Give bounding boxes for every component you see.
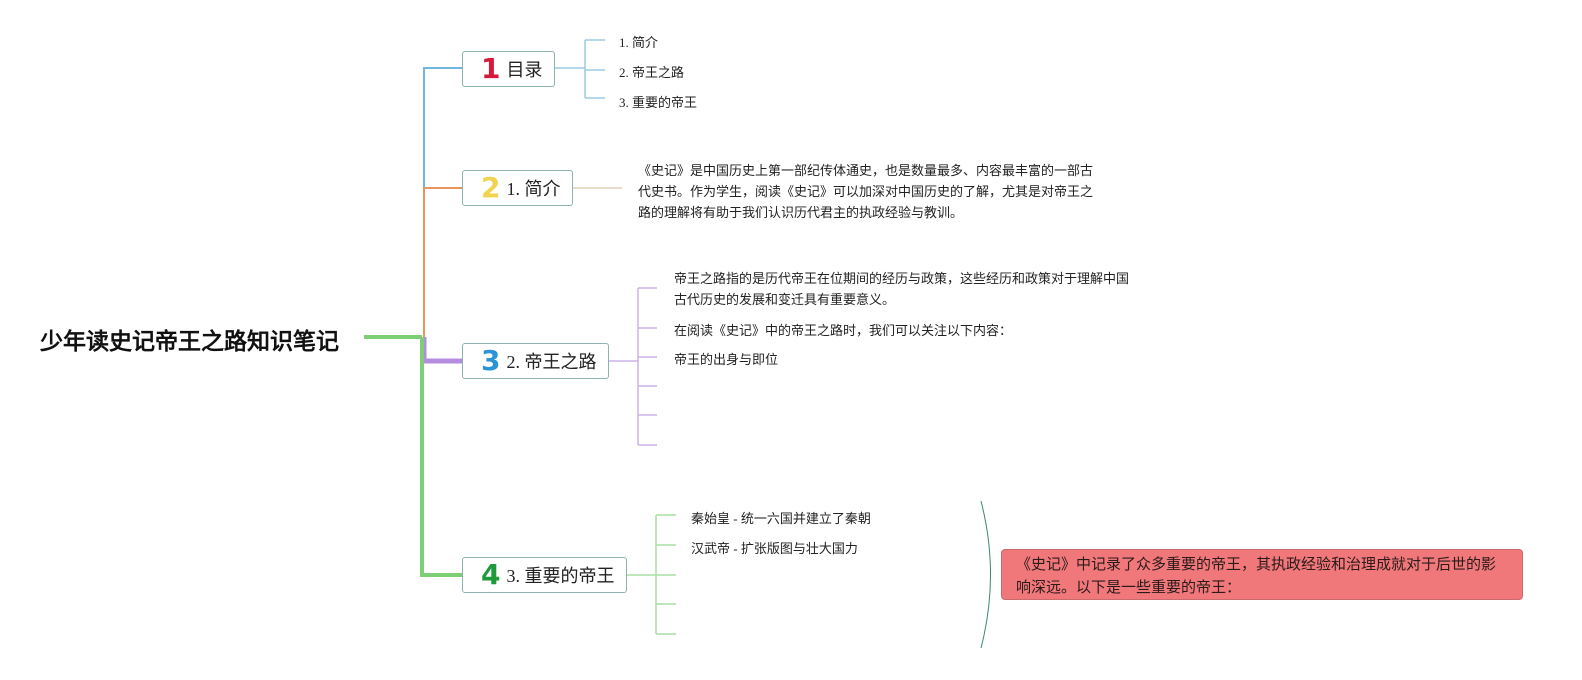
path-origin[interactable]: 帝王的出身与即位 <box>674 352 779 367</box>
path-reading-note[interactable]: 在阅读《史记》中的帝王之路时，我们可以关注以下内容： <box>674 323 1013 338</box>
topic-intro-label: 1. 简介 <box>506 179 561 199</box>
toc-item[interactable]: 3. 重要的帝王 <box>619 95 698 110</box>
intro-line: 路的理解将有助于我们认识历代君主的执政经验与教训。 <box>638 205 964 220</box>
number-four-icon: 4 <box>481 558 501 591</box>
intro-line: 代史书。作为学生，阅读《史记》可以加深对中国历史的了解，尤其是对帝王之 <box>638 184 1094 199</box>
emperor-item[interactable]: 秦始皇 - 统一六国并建立了秦朝 <box>691 511 871 526</box>
topic-path-label: 2. 帝王之路 <box>506 352 597 372</box>
number-one-icon: 1 <box>481 52 501 85</box>
topic-toc[interactable]: 1 目录 <box>462 51 555 87</box>
intro-line: 《史记》是中国历史上第一部纪传体通史，也是数量最多、内容最丰富的一部古 <box>638 163 1094 178</box>
path-definition-line: 帝王之路指的是历代帝王在位期间的经历与政策，这些经历和政策对于理解中国 <box>674 271 1130 286</box>
number-three-icon: 3 <box>481 344 501 377</box>
topic-emperors[interactable]: 4 3. 重要的帝王 <box>462 557 627 593</box>
toc-item[interactable]: 2. 帝王之路 <box>619 65 685 80</box>
root-title[interactable]: 少年读史记帝王之路知识笔记 <box>40 329 339 355</box>
emperor-item[interactable]: 汉武帝 - 扩张版图与壮大国力 <box>691 541 858 556</box>
toc-item[interactable]: 1. 简介 <box>619 35 659 50</box>
topic-intro[interactable]: 2 1. 简介 <box>462 170 573 206</box>
topic-toc-label: 目录 <box>506 60 543 80</box>
intro-paragraph[interactable]: 《史记》是中国历史上第一部纪传体通史，也是数量最多、内容最丰富的一部古 代史书。… <box>638 160 1093 223</box>
path-definition[interactable]: 帝王之路指的是历代帝王在位期间的经历与政策，这些经历和政策对于理解中国 古代历史… <box>674 268 1129 310</box>
topic-path[interactable]: 3 2. 帝王之路 <box>462 343 609 379</box>
summary-callout[interactable]: 《史记》中记录了众多重要的帝王，其执政经验和治理成就对于后世的影响深远。以下是一… <box>1001 549 1523 600</box>
topic-emperors-label: 3. 重要的帝王 <box>506 566 615 586</box>
number-two-icon: 2 <box>481 171 501 204</box>
path-definition-line: 古代历史的发展和变迁具有重要意义。 <box>674 292 896 307</box>
